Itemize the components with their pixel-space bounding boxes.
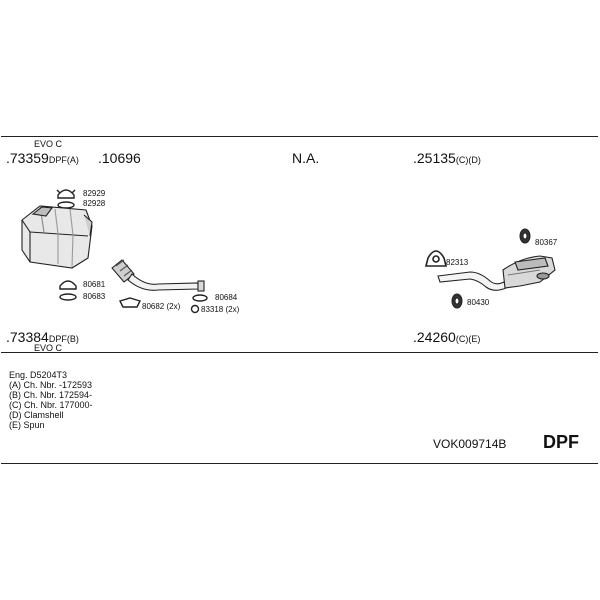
nut-83318-icon — [190, 304, 200, 314]
part-25135-suffix: (C)(D) — [455, 155, 481, 165]
diagram-frame — [1, 136, 598, 464]
note-line: (A) Ch. Nbr. -172593 — [9, 380, 93, 390]
clamp-80682-icon — [119, 297, 141, 308]
clamp-82929-icon — [56, 189, 76, 199]
label-80681: 80681 — [83, 280, 106, 289]
gasket-80684-icon — [192, 294, 208, 302]
part-73384-suffix: DPF(B) — [48, 334, 79, 344]
note-line: Eng. D5204T3 — [9, 370, 68, 380]
hanger-82313-icon — [424, 250, 448, 267]
part-73384-number: .73384 — [6, 329, 49, 345]
evo-label-top: EVO C — [34, 139, 63, 149]
rubber-mount-80367-icon — [519, 228, 531, 244]
dpf-converter-icon — [21, 205, 93, 269]
part-25135-number: .25135 — [413, 150, 456, 166]
part-73359[interactable]: .73359DPF(A) — [6, 150, 79, 168]
note-line: (D) Clamshell — [9, 410, 64, 420]
part-73359-suffix: DPF(A) — [48, 155, 79, 165]
part-na: N.A. — [292, 150, 320, 166]
part-10696[interactable]: .10696 — [98, 150, 141, 166]
part-73359-number: .73359 — [6, 150, 49, 166]
part-24260-suffix: (C)(E) — [455, 334, 481, 344]
evo-label-bottom: EVO C — [34, 343, 63, 353]
label-80682: 80682 (2x) — [142, 302, 181, 311]
label-80430: 80430 — [467, 298, 490, 307]
label-80684: 80684 — [215, 293, 238, 302]
gasket-80683-icon — [59, 293, 77, 301]
notes-list: Eng. D5204T3 (A) Ch. Nbr. -172593 (B) Ch… — [9, 370, 93, 430]
part-24260[interactable]: .24260(C)(E) — [413, 329, 480, 347]
label-82928: 82928 — [83, 199, 106, 208]
note-line: (B) Ch. Nbr. 172594- — [9, 390, 93, 400]
front-pipe-icon — [111, 259, 205, 292]
label-80683: 80683 — [83, 292, 106, 301]
note-line: (E) Spun — [9, 420, 45, 430]
rubber-mount-80430-icon — [451, 293, 463, 309]
label-82313: 82313 — [446, 258, 469, 267]
kit-code: VOK009714B — [433, 437, 507, 451]
section-divider — [1, 352, 598, 353]
label-80367: 80367 — [535, 238, 558, 247]
label-82929: 82929 — [83, 189, 106, 198]
note-line: (C) Ch. Nbr. 177000- — [9, 400, 93, 410]
part-73384[interactable]: .73384DPF(B) — [6, 329, 79, 347]
gasket-82928-icon — [57, 201, 75, 209]
part-25135[interactable]: .25135(C)(D) — [413, 150, 481, 168]
clamp-80681-icon — [59, 280, 77, 290]
label-83318: 83318 (2x) — [201, 305, 240, 314]
rear-silencer-icon — [437, 255, 556, 291]
part-24260-number: .24260 — [413, 329, 456, 345]
kit-type: DPF — [543, 432, 579, 452]
